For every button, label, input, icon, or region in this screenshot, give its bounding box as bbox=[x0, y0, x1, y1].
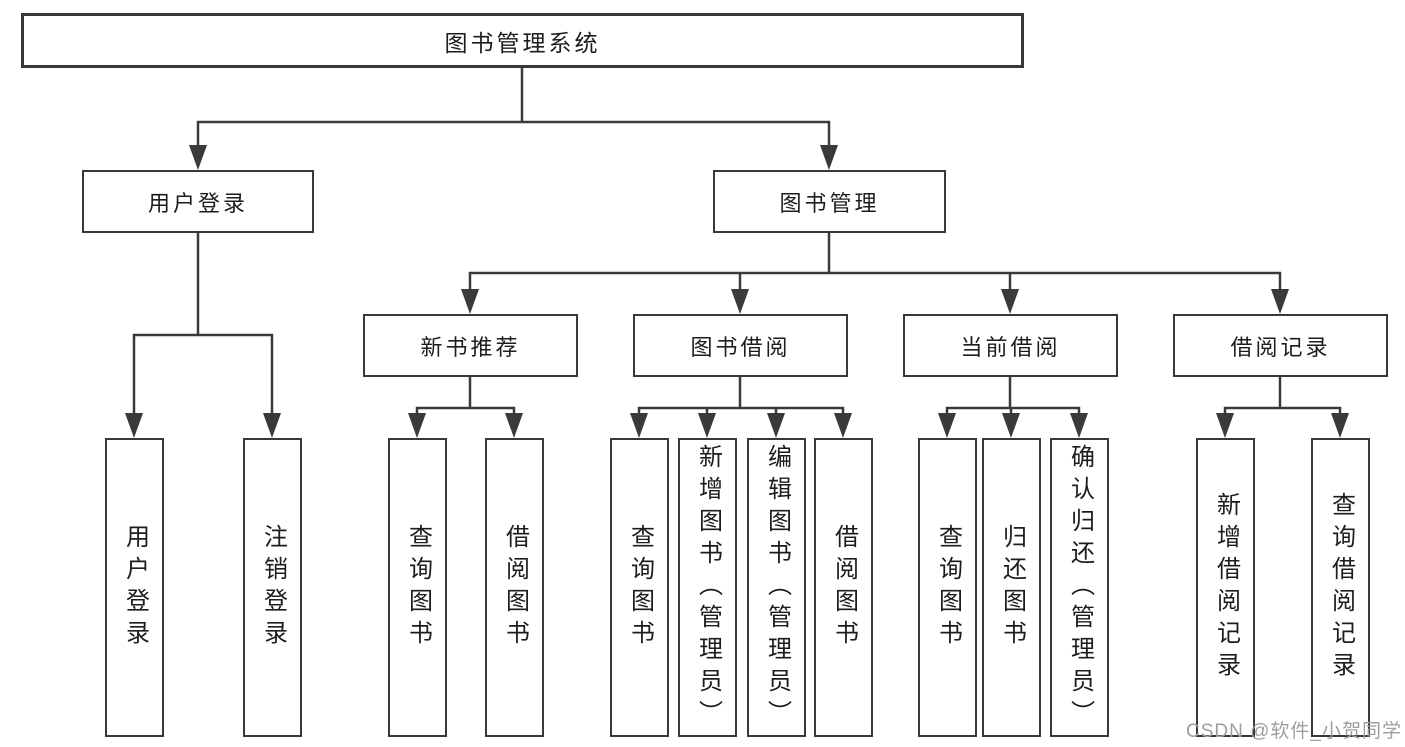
leaf-add-borrow-record: 新增借阅记录 bbox=[1196, 438, 1255, 737]
node-label: 图书借阅 bbox=[690, 334, 791, 360]
edges-root-to-level2 bbox=[189, 66, 838, 170]
leaf-label: 查询图书 bbox=[404, 523, 432, 652]
edges-new-book-branch bbox=[408, 375, 523, 438]
leaf-label: 借阅图书 bbox=[830, 523, 858, 652]
arrowhead bbox=[630, 413, 648, 438]
leaf-label: 查询图书 bbox=[934, 523, 962, 652]
leaf-edit-books-admin: 编辑图书（管理员） bbox=[747, 438, 806, 737]
leaf-user-login: 用户登录 bbox=[105, 438, 164, 737]
node-label: 用户登录 bbox=[147, 190, 248, 216]
node-label: 图书管理系统 bbox=[444, 29, 601, 56]
node-book-management: 图书管理 bbox=[713, 170, 946, 233]
edges-borrow-record-branch bbox=[1216, 375, 1349, 438]
node-new-book-recommend: 新书推荐 bbox=[363, 314, 578, 377]
leaf-label: 新增借阅记录 bbox=[1212, 491, 1240, 684]
edges-user-login-branch bbox=[125, 231, 281, 438]
leaf-label: 确认归还（管理员） bbox=[1066, 443, 1094, 732]
leaf-return-books: 归还图书 bbox=[982, 438, 1041, 737]
leaf-add-books-admin: 新增图书（管理员） bbox=[678, 438, 737, 737]
node-label: 图书管理 bbox=[779, 190, 880, 216]
node-borrow-records: 借阅记录 bbox=[1173, 314, 1388, 377]
node-current-borrow: 当前借阅 bbox=[903, 314, 1118, 377]
node-root-system: 图书管理系统 bbox=[21, 13, 1024, 68]
node-book-borrow: 图书借阅 bbox=[633, 314, 848, 377]
node-label: 当前借阅 bbox=[960, 334, 1061, 360]
arrowhead bbox=[125, 413, 143, 438]
arrowhead bbox=[1216, 413, 1234, 438]
leaf-label: 编辑图书（管理员） bbox=[763, 443, 791, 732]
watermark: CSDN @软件_小贺同学 bbox=[1186, 721, 1402, 742]
arrowhead bbox=[698, 413, 716, 438]
leaf-confirm-return-admin: 确认归还（管理员） bbox=[1050, 438, 1109, 737]
leaf-label: 借阅图书 bbox=[501, 523, 529, 652]
leaf-label: 注销登录 bbox=[259, 523, 287, 652]
leaf-logout-login: 注销登录 bbox=[243, 438, 302, 737]
arrowhead bbox=[1070, 413, 1088, 438]
leaf-label: 查询借阅记录 bbox=[1327, 491, 1355, 684]
arrowhead bbox=[1002, 413, 1020, 438]
leaf-borrow-books: 借阅图书 bbox=[814, 438, 873, 737]
arrowhead bbox=[767, 413, 785, 438]
leaf-label: 查询图书 bbox=[626, 523, 654, 652]
arrowhead bbox=[263, 413, 281, 438]
node-label: 新书推荐 bbox=[420, 334, 521, 360]
leaf-label: 用户登录 bbox=[121, 523, 149, 652]
leaf-query-books-borrow: 查询图书 bbox=[610, 438, 669, 737]
edges-book-management-branch bbox=[461, 231, 1289, 314]
edges-current-borrow-branch bbox=[938, 375, 1088, 438]
arrowhead bbox=[834, 413, 852, 438]
leaf-query-books-current: 查询图书 bbox=[918, 438, 977, 737]
leaf-label: 归还图书 bbox=[998, 523, 1026, 652]
leaf-query-borrow-record: 查询借阅记录 bbox=[1311, 438, 1370, 737]
arrowhead bbox=[731, 289, 749, 314]
arrowhead bbox=[1001, 289, 1019, 314]
leaf-borrow-books-recommend: 借阅图书 bbox=[485, 438, 544, 737]
arrowhead bbox=[408, 413, 426, 438]
edges-book-borrow-branch bbox=[630, 375, 852, 438]
node-user-login: 用户登录 bbox=[82, 170, 314, 233]
leaf-query-books-recommend: 查询图书 bbox=[388, 438, 447, 737]
arrowhead bbox=[938, 413, 956, 438]
arrowhead bbox=[189, 145, 207, 170]
arrowhead bbox=[461, 289, 479, 314]
arrowhead bbox=[820, 145, 838, 170]
node-label: 借阅记录 bbox=[1230, 334, 1331, 360]
leaf-label: 新增图书（管理员） bbox=[694, 443, 722, 732]
arrowhead bbox=[1271, 289, 1289, 314]
arrowhead bbox=[1331, 413, 1349, 438]
arrowhead bbox=[505, 413, 523, 438]
